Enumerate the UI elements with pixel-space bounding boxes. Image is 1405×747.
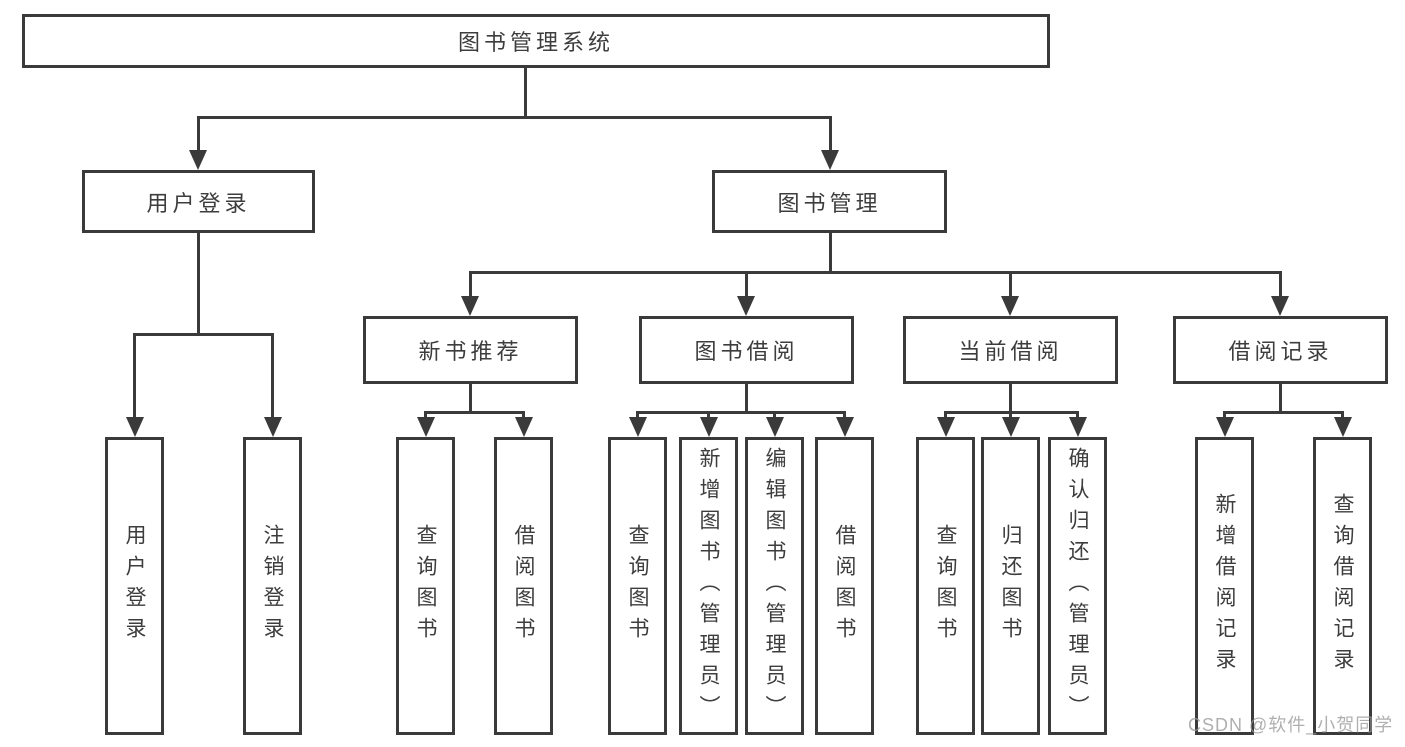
connector-drop [707,411,710,419]
leaf-label: 借阅图书 [833,524,856,648]
connector-drop [197,116,200,153]
connector-root-stem [524,68,527,117]
leaf-newbook-borrow-books: 借阅图书 [494,437,553,735]
connector-drop [133,333,136,418]
connector-drop [1279,271,1282,297]
leaf-label: 注销登录 [261,524,284,648]
arrow-down-icon [937,417,955,437]
connector-drop [944,411,947,419]
arrow-down-icon [737,296,755,316]
connector-newbook-stem [469,384,472,413]
arrow-down-icon [126,417,144,437]
node-user-login-branch: 用户登录 [82,170,315,233]
node-label: 图书借阅 [694,339,799,364]
leaf-label: 确认归还（管理员） [1066,446,1089,726]
connector-records-stem [1279,384,1282,413]
leaf-label: 用户登录 [123,524,146,648]
leaf-logout: 注销登录 [243,437,302,735]
leaf-borrow-borrow-books: 借阅图书 [815,437,874,735]
arrow-down-icon [189,150,207,170]
arrow-down-icon [515,417,533,437]
connector-records-rail [1223,411,1344,414]
leaf-records-add-record: 新增借阅记录 [1195,437,1254,735]
leaf-label: 查询图书 [934,524,957,648]
arrow-down-icon [1216,417,1234,437]
node-book-borrowing: 图书借阅 [639,316,854,384]
leaf-label: 新增图书（管理员） [697,446,720,726]
connector-current-stem [1009,384,1012,413]
leaf-current-return-books: 归还图书 [981,437,1040,735]
leaf-label: 查询图书 [414,524,437,648]
connector-drop [1223,411,1226,419]
arrow-down-icon [700,417,718,437]
node-label: 图书管理系统 [457,30,614,55]
connector-drop [773,411,776,419]
arrow-down-icon [629,417,647,437]
arrow-down-icon [821,150,839,170]
node-label: 用户登录 [146,190,251,216]
connector-borrow-stem [745,384,748,413]
connector-drop [469,271,472,297]
watermark: CSDN @软件_小贺同学 [1188,715,1394,735]
leaf-label: 编辑图书（管理员） [763,446,786,726]
connector-drop [1076,411,1079,419]
connector-bookmgmt-rail [469,271,1282,274]
connector-drop [424,411,427,419]
arrow-down-icon [461,296,479,316]
connector-drop [271,333,274,418]
arrow-down-icon [417,417,435,437]
node-book-management: 图书管理 [712,170,947,233]
connector-drop [1009,271,1012,297]
leaf-user-login: 用户登录 [105,437,164,735]
connector-drop [636,411,639,419]
leaf-label: 查询借阅记录 [1331,493,1354,679]
node-label: 图书管理 [777,190,882,216]
connector-newbook-rail [424,411,525,414]
connector-userlogin-stem [197,233,200,335]
connector-userlogin-rail [133,333,274,336]
arrow-down-icon [1069,417,1087,437]
connector-drop [522,411,525,419]
leaf-label: 归还图书 [999,524,1022,648]
node-library-management-system: 图书管理系统 [22,14,1050,68]
leaf-current-query-books: 查询图书 [916,437,975,735]
arrow-down-icon [1002,417,1020,437]
connector-drop [829,116,832,153]
node-label: 借阅记录 [1228,339,1333,364]
node-current-borrowing: 当前借阅 [903,316,1118,384]
leaf-borrow-query-books: 查询图书 [608,437,667,735]
leaf-label: 查询图书 [626,524,649,648]
node-label: 新书推荐 [418,339,523,364]
connector-drop [843,411,846,419]
arrow-down-icon [766,417,784,437]
leaf-label: 借阅图书 [512,524,535,648]
arrow-down-icon [1271,296,1289,316]
leaf-label: 新增借阅记录 [1213,493,1236,679]
connector-bookmgmt-stem [829,233,832,273]
connector-borrow-rail [636,411,846,414]
arrow-down-icon [264,417,282,437]
node-label: 当前借阅 [958,339,1063,364]
connector-drop [1009,411,1012,419]
leaf-records-query-record: 查询借阅记录 [1313,437,1372,735]
leaf-borrow-edit-books-admin: 编辑图书（管理员） [745,437,804,735]
node-new-book-recommendation: 新书推荐 [363,316,578,384]
arrow-down-icon [1334,417,1352,437]
leaf-current-confirm-return-admin: 确认归还（管理员） [1048,437,1107,735]
connector-drop [1341,411,1344,419]
connector-drop [745,271,748,297]
leaf-newbook-query-books: 查询图书 [396,437,455,735]
arrow-down-icon [1001,296,1019,316]
leaf-borrow-add-books-admin: 新增图书（管理员） [679,437,738,735]
node-borrowing-records: 借阅记录 [1173,316,1388,384]
connector-level1-rail [197,116,832,119]
arrow-down-icon [836,417,854,437]
